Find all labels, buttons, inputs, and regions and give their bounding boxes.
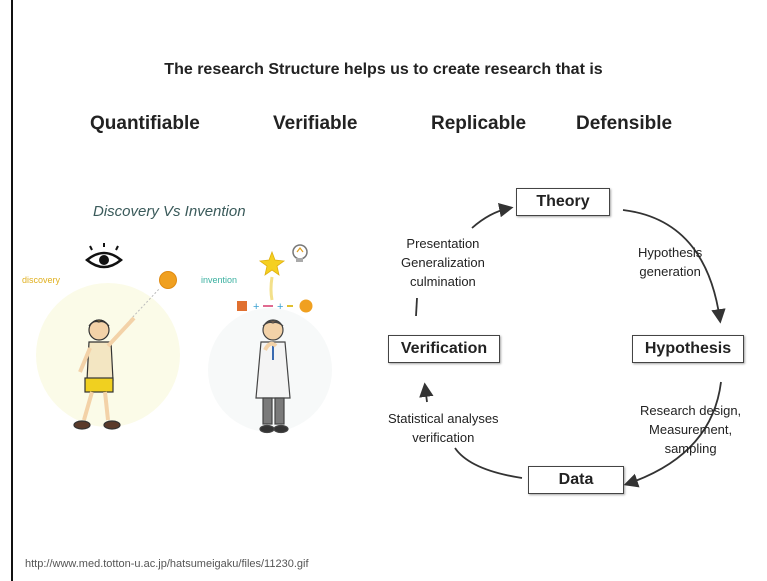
- eye-icon: [85, 243, 123, 269]
- step-line: generation: [639, 264, 701, 279]
- quality-verifiable: Verifiable: [273, 113, 358, 134]
- discovered-ball-icon: [159, 271, 177, 289]
- headline: The research Structure helps us to creat…: [164, 61, 603, 78]
- arrow-data-to-verification: [454, 447, 523, 479]
- arrow-verification-to-theory: [415, 297, 418, 317]
- arrow-theory-to-hypothesis: [622, 209, 726, 324]
- node-verification: Verification: [388, 335, 500, 363]
- idea-ray: [269, 276, 274, 301]
- invention-label: invention: [201, 275, 238, 285]
- step-hypothesis-generation: Hypothesis generation: [638, 243, 702, 281]
- discovery-label: discovery: [22, 275, 61, 285]
- svg-text:+: +: [253, 301, 259, 313]
- quality-defensible: Defensible: [576, 113, 673, 134]
- left-border-line: [11, 0, 13, 581]
- step-line: Measurement,: [649, 422, 733, 437]
- pointing-line: [129, 287, 161, 321]
- scientist-figure: [255, 319, 291, 434]
- star-icon: [258, 250, 286, 276]
- step-presentation: Presentation Generalization culmination: [401, 234, 485, 291]
- quality-replicable: Replicable: [431, 113, 527, 134]
- step-statistical-analyses: Statistical analyses verification: [388, 409, 499, 447]
- step-line: Statistical analyses: [388, 411, 499, 426]
- arrow-to-verification-head: [419, 382, 434, 403]
- step-line: sampling: [664, 441, 717, 456]
- lightbulb-icon: [292, 244, 308, 262]
- arrow-hypothesis-to-data: [623, 381, 722, 488]
- step-line: verification: [412, 430, 475, 445]
- qualities-row: Quantifiable Verifiable Replicable Defen…: [0, 113, 767, 137]
- arrow-to-theory: [471, 203, 514, 229]
- node-theory: Theory: [516, 188, 610, 216]
- boy-pointing-figure: [73, 316, 136, 430]
- node-hypothesis: Hypothesis: [632, 335, 744, 363]
- step-line: Research design,: [640, 403, 742, 418]
- discovery-vs-invention-title: Discovery Vs Invention: [93, 203, 246, 220]
- source-url: http://www.med.totton-u.ac.jp/hatsumeiga…: [25, 558, 309, 570]
- invention-sequence-icons: + +: [237, 299, 313, 313]
- step-line: culmination: [410, 274, 476, 289]
- step-line: Presentation: [406, 236, 480, 251]
- node-data: Data: [528, 466, 624, 494]
- step-research-design: Research design, Measurement, sampling: [640, 401, 741, 458]
- step-line: Hypothesis: [638, 245, 703, 260]
- svg-text:+: +: [277, 301, 283, 313]
- quality-quantifiable: Quantifiable: [90, 113, 200, 134]
- step-line: Generalization: [401, 255, 485, 270]
